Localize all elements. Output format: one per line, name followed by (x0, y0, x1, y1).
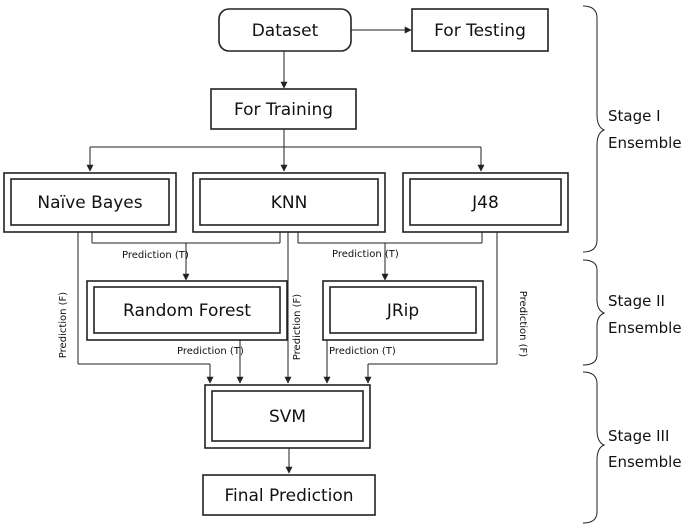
random-forest-label: Random Forest (123, 301, 251, 321)
stage-1-line1: Stage I (608, 107, 661, 125)
edge-labels: Prediction (T) Prediction (T) Prediction… (58, 249, 528, 360)
knn-inner (199, 178, 379, 226)
label-prediction-f-j48: Prediction (F) (517, 291, 528, 358)
brace-stage-2 (582, 259, 606, 366)
node-naive-bayes: Naïve Bayes (3, 172, 177, 233)
for-training-box (210, 88, 357, 130)
j48-label: J48 (471, 193, 499, 213)
brace-stage-1 (582, 5, 606, 253)
brace-stage-3 (582, 371, 606, 524)
final-prediction-box (202, 474, 376, 516)
for-testing-box (411, 8, 549, 52)
label-prediction-f-naive-bayes: Prediction (F) (58, 292, 69, 359)
stage-3-line2: Ensemble (608, 453, 682, 471)
label-prediction-t-random-forest: Prediction (T) (177, 346, 244, 357)
node-j48: J48 (402, 172, 569, 233)
j48-inner (409, 178, 562, 226)
svm-label: SVM (269, 407, 306, 427)
naive-bayes-label: Naïve Bayes (37, 193, 142, 213)
node-knn: KNN (192, 172, 386, 233)
svm-inner (211, 390, 364, 442)
for-training-label: For Training (234, 100, 333, 120)
stage-3-line1: Stage III (608, 427, 669, 445)
naive-bayes-inner (10, 178, 170, 226)
label-prediction-f-knn: Prediction (F) (292, 294, 303, 361)
node-random-forest: Random Forest (86, 280, 288, 341)
jrip-label: JRip (386, 301, 419, 321)
stage-2-line1: Stage II (608, 292, 665, 310)
node-svm: SVM (204, 384, 371, 449)
node-final-prediction: Final Prediction (202, 474, 376, 516)
stage-labels: Stage I Ensemble Stage II Ensemble Stage… (608, 107, 682, 471)
label-prediction-t-nb-knn: Prediction (T) (122, 250, 189, 261)
node-dataset: Dataset (218, 8, 352, 52)
for-testing-label: For Testing (434, 21, 526, 41)
label-prediction-t-knn-j48: Prediction (T) (332, 249, 399, 260)
dataset-box (218, 8, 352, 52)
stage-braces (582, 5, 606, 524)
jrip-inner (329, 286, 477, 334)
node-jrip: JRip (322, 280, 484, 341)
stage-2-line2: Ensemble (608, 319, 682, 337)
node-for-testing: For Testing (411, 8, 549, 52)
stage-1-line2: Ensemble (608, 134, 682, 152)
label-prediction-t-jrip: Prediction (T) (329, 346, 396, 357)
node-for-training: For Training (210, 88, 357, 130)
random-forest-inner (93, 286, 281, 334)
knn-label: KNN (271, 193, 308, 213)
dataset-label: Dataset (252, 21, 319, 41)
final-prediction-label: Final Prediction (224, 486, 353, 506)
connectors (77, 26, 498, 474)
